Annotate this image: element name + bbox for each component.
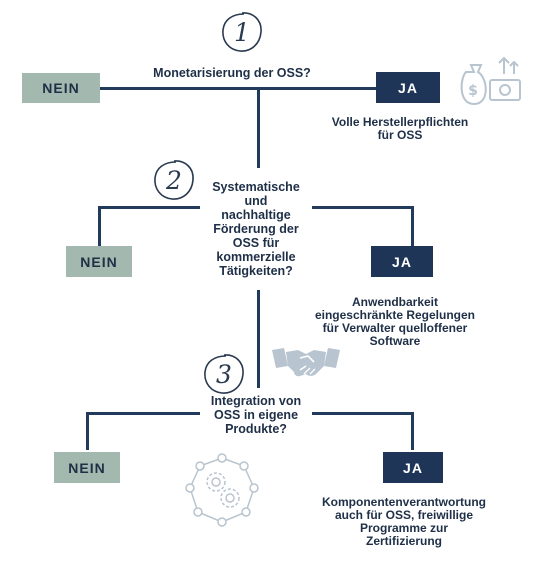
question-2-line-4: Förderung der — [213, 222, 299, 236]
question-2-line-3: nachhaltige — [221, 208, 291, 222]
question-2: Systematische und nachhaltige Förderung … — [200, 180, 312, 278]
gear-network-icon — [180, 452, 264, 528]
ja-box-2: JA — [371, 246, 433, 277]
outcome-3-line-3: Programme zur — [359, 521, 449, 535]
outcome-3-line-1: Komponentenverantwortung — [322, 495, 486, 509]
money-bag-icon: $ — [456, 52, 526, 108]
ja-box-1: JA — [376, 72, 440, 103]
outcome-3: Komponentenverantwortung auch für OSS, f… — [300, 496, 508, 548]
question-1: Monetarisierung der OSS? — [128, 66, 336, 80]
connector-line — [411, 206, 414, 246]
step-number-1: 1 — [220, 10, 264, 54]
step-number-1-label: 1 — [234, 18, 250, 47]
nein-box-3: NEIN — [54, 452, 120, 483]
outcome-2: Anwendbarkeit eingeschränkte Regelungen … — [300, 296, 490, 348]
outcome-1-line-2: für OSS — [377, 128, 423, 142]
outcome-2-line-1: Anwendbarkeit — [351, 295, 438, 309]
outcome-1: Volle Herstellerpflichten für OSS — [300, 116, 500, 142]
outcome-3-line-2: auch für OSS, freiwillige — [334, 508, 474, 522]
question-2-line-6: kommerzielle — [216, 250, 296, 264]
question-2-line-1: Systematische — [212, 180, 300, 194]
step-number-3: 3 — [202, 352, 246, 396]
outcome-1-line-1: Volle Herstellerpflichten — [331, 115, 469, 129]
connector-line — [98, 206, 200, 209]
connector-line — [312, 412, 414, 415]
step-number-2: 2 — [152, 158, 196, 202]
connector-line — [86, 412, 200, 415]
connector-line — [257, 290, 260, 388]
nein-box-2: NEIN — [66, 246, 132, 277]
question-3-line-1: Integration von — [210, 394, 302, 408]
outcome-2-line-2: eingeschränkte Regelungen — [314, 308, 476, 322]
question-2-line-2: und — [244, 194, 268, 208]
outcome-2-line-3: für Verwalter quelloffener — [322, 321, 468, 335]
handshake-icon — [270, 344, 342, 380]
step-number-2-label: 2 — [165, 166, 182, 195]
outcome-2-line-4: Software — [369, 334, 421, 348]
connector-line — [100, 87, 376, 90]
connector-line — [98, 206, 101, 246]
question-2-line-7: Tätigkeiten? — [219, 264, 293, 278]
connector-line — [312, 206, 414, 209]
connector-line — [86, 412, 89, 450]
question-2-line-5: OSS für — [232, 236, 280, 250]
step-number-3-label: 3 — [216, 360, 232, 389]
ja-box-3: JA — [383, 452, 443, 483]
question-3: Integration von OSS in eigene Produkte? — [200, 394, 312, 436]
connector-line — [411, 412, 414, 450]
connector-line — [257, 88, 260, 168]
nein-box-1: NEIN — [22, 73, 100, 103]
svg-text:$: $ — [468, 83, 478, 99]
outcome-3-line-4: Zertifizierung — [365, 534, 442, 548]
question-3-line-2: OSS in eigene — [213, 408, 299, 422]
question-3-line-3: Produkte? — [225, 422, 287, 436]
